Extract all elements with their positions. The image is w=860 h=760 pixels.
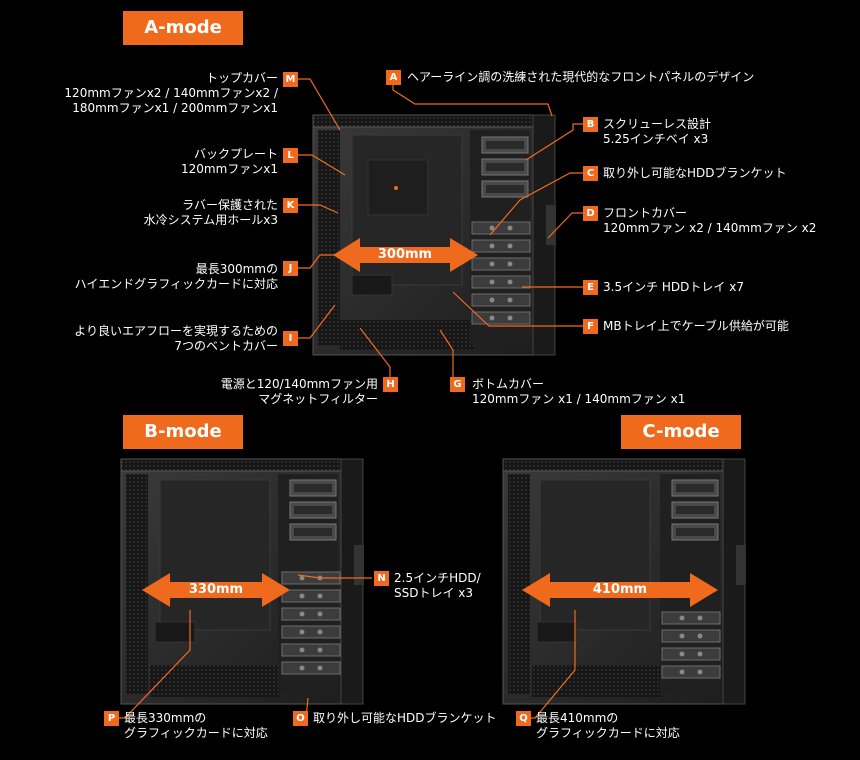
callout-g-line-2: 120mmファン x1 / 140mmファン x1 — [472, 392, 686, 406]
callout-k-line-2: 水冷システム用ホールx3 — [143, 213, 278, 227]
badge-e: E — [583, 280, 598, 295]
leader-lines — [113, 78, 587, 719]
badge-f: F — [583, 319, 598, 334]
callout-m-text: トップカバー 120mmファンx2 / 140mmファンx2 / 180mmファ… — [64, 71, 278, 116]
badge-j: J — [283, 261, 298, 276]
callout-f-line-1: MBトレイ上でケーブル供給が可能 — [603, 319, 789, 333]
callout-c-text: 取り外し可能なHDDブランケット — [603, 166, 787, 181]
callout-p-text: 最長330mmの グラフィックカードに対応 — [124, 711, 268, 741]
callout-m-line-2: 120mmファンx2 / 140mmファンx2 / — [64, 86, 278, 100]
case-b — [120, 458, 364, 705]
callout-b-line-2: 5.25インチベイ x3 — [603, 132, 709, 146]
badge-d: D — [583, 206, 598, 221]
badge-h: H — [383, 377, 398, 392]
dimension-label-c: 410mm — [592, 582, 648, 597]
badge-i: I — [283, 331, 298, 346]
mode-tab-c: C-mode — [621, 415, 741, 449]
badge-c: C — [583, 166, 598, 181]
callout-h-line-1: 電源と120/140mmファン用 — [220, 377, 378, 391]
callout-k-line-1: ラバー保護された — [182, 198, 278, 212]
callout-f-text: MBトレイ上でケーブル供給が可能 — [603, 319, 789, 334]
callout-l-line-1: バックプレート — [193, 147, 278, 161]
callout-l-text: バックプレート 120mmファンx1 — [181, 147, 278, 177]
callout-b-line-1: スクリューレス設計 — [603, 117, 712, 131]
callout-c-line-1: 取り外し可能なHDDブランケット — [603, 166, 787, 180]
callout-h-text: 電源と120/140mmファン用 マグネットフィルター — [221, 377, 378, 407]
callout-q-line-1: 最長410mmの — [536, 711, 619, 725]
callout-d-line-2: 120mmファン x2 / 140mmファン x2 — [603, 221, 817, 235]
callout-q-text: 最長410mmの グラフィックカードに対応 — [536, 711, 680, 741]
callout-i-line-1: より良いエアフローを実現するための — [74, 324, 278, 338]
callout-a-line-1: ヘアーライン調の洗練された現代的なフロントパネルのデザイン — [407, 70, 755, 84]
callout-o-text: 取り外し可能なHDDブランケット — [313, 711, 497, 726]
callout-n-line-2: SSDトレイ x3 — [394, 586, 474, 600]
mode-tab-a: A-mode — [123, 11, 243, 45]
callout-j-line-2: ハイエンドグラフィックカードに対応 — [74, 277, 278, 291]
badge-b: B — [583, 117, 598, 132]
callout-b-text: スクリューレス設計 5.25インチベイ x3 — [603, 117, 711, 147]
callout-g-line-1: ボトムカバー — [472, 377, 545, 391]
badge-g: G — [450, 377, 465, 392]
badge-m: M — [283, 72, 298, 87]
callout-d-text: フロントカバー 120mmファン x2 / 140mmファン x2 — [603, 206, 816, 236]
callout-i-text: より良いエアフローを実現するための 7つのベントカバー — [74, 324, 278, 354]
callout-g-text: ボトムカバー 120mmファン x1 / 140mmファン x1 — [472, 377, 685, 407]
callout-k-text: ラバー保護された 水冷システム用ホールx3 — [144, 198, 278, 228]
dimension-label-a: 300mm — [377, 247, 433, 262]
callout-d-line-1: フロントカバー — [603, 206, 688, 220]
callout-j-text: 最長300mmの ハイエンドグラフィックカードに対応 — [75, 262, 278, 292]
badge-o: O — [293, 711, 308, 726]
callout-n-text: 2.5インチHDD/ SSDトレイ x3 — [394, 571, 481, 601]
callout-l-line-2: 120mmファンx1 — [180, 162, 278, 176]
callout-m-line-1: トップカバー — [205, 71, 278, 85]
badge-k: K — [283, 198, 298, 213]
callout-h-line-2: マグネットフィルター — [258, 392, 378, 406]
callout-q-line-2: グラフィックカードに対応 — [536, 726, 680, 740]
callout-m-line-3: 180mmファンx1 / 200mmファンx1 — [72, 101, 278, 115]
callout-i-line-2: 7つのベントカバー — [174, 339, 278, 353]
dimension-label-b: 330mm — [188, 582, 244, 597]
callout-n-line-1: 2.5インチHDD/ — [394, 571, 481, 585]
mode-tab-b: B-mode — [123, 415, 243, 449]
badge-n: N — [374, 571, 389, 586]
badge-q: Q — [516, 711, 531, 726]
badge-l: L — [283, 148, 298, 163]
case-c — [502, 458, 746, 705]
callout-e-line-1: 3.5インチ HDDトレイ x7 — [603, 280, 744, 294]
badge-p: P — [104, 711, 119, 726]
callout-j-line-1: 最長300mmの — [195, 262, 278, 276]
callout-p-line-2: グラフィックカードに対応 — [124, 726, 268, 740]
case-a — [312, 114, 556, 356]
callout-e-text: 3.5インチ HDDトレイ x7 — [603, 280, 744, 295]
callout-p-line-1: 最長330mmの — [124, 711, 207, 725]
badge-a: A — [386, 70, 401, 85]
callout-o-line-1: 取り外し可能なHDDブランケット — [313, 711, 497, 725]
callout-a-text: ヘアーライン調の洗練された現代的なフロントパネルのデザイン — [407, 70, 754, 85]
